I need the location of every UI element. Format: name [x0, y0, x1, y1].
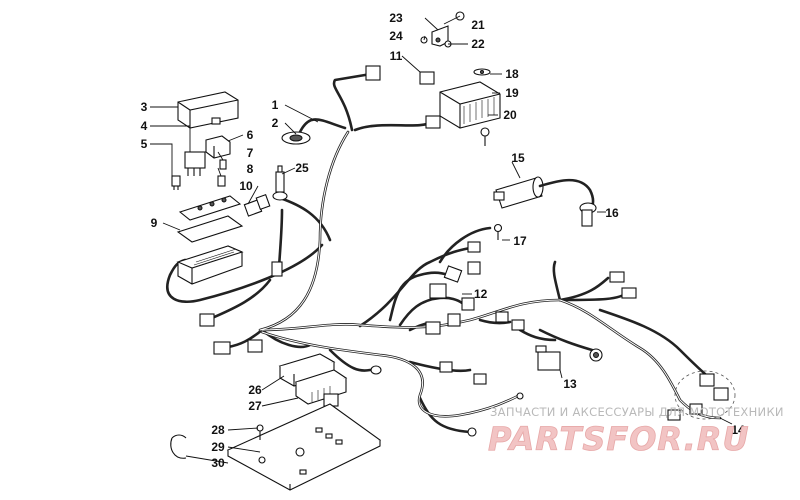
- callout-19: 19: [505, 86, 519, 100]
- middle-connector-part: [370, 361, 524, 437]
- grommet-part: [281, 131, 311, 145]
- left-connector-cluster-part: [199, 261, 283, 355]
- harness-connector-part: [243, 193, 271, 217]
- callout-28: 28: [211, 423, 225, 437]
- callout-17: 17: [513, 234, 527, 248]
- callout-15: 15: [511, 151, 525, 165]
- callout-14: 14: [731, 423, 745, 437]
- connector-cluster-part: [425, 241, 481, 335]
- fuse-board-part: [178, 195, 242, 221]
- callout-20: 20: [503, 108, 517, 122]
- voltage-regulator-part: [425, 81, 501, 129]
- callout-24: 24: [389, 29, 403, 43]
- mounting-plate-part: [226, 403, 382, 491]
- callout-12: 12: [474, 287, 488, 301]
- callout-2: 2: [272, 116, 279, 130]
- callout-9: 9: [151, 216, 158, 230]
- spark-plug-cap-part: [579, 202, 597, 227]
- callout-4: 4: [141, 119, 148, 133]
- control-module-part: [278, 353, 348, 407]
- callout-26: 26: [248, 383, 262, 397]
- callout-1: 1: [272, 98, 279, 112]
- callout-7: 7: [247, 146, 254, 160]
- mini-fuse-part: [219, 159, 227, 170]
- clamp-part: [170, 434, 187, 459]
- callout-22: 22: [471, 37, 485, 51]
- watermark: ЗАПЧАСТИ И АКСЕССУАРЫ ДЛЯ МОТОТЕХНИКИ PA…: [488, 405, 784, 458]
- callout-25: 25: [295, 161, 309, 175]
- callout-8: 8: [247, 162, 254, 176]
- callout-13: 13: [563, 377, 577, 391]
- callout-23: 23: [389, 11, 403, 25]
- callout-3: 3: [141, 100, 148, 114]
- callout-16: 16: [605, 206, 619, 220]
- switch-part: [495, 311, 603, 371]
- watermark-caption: ЗАПЧАСТИ И АКСЕССУАРЫ ДЛЯ МОТОТЕХНИКИ: [490, 405, 784, 419]
- callout-27: 27: [248, 399, 262, 413]
- callout-11: 11: [390, 49, 403, 63]
- watermark-logo: PARTSFOR.RU: [488, 420, 749, 458]
- fuse-part: [171, 175, 181, 190]
- fuse-box-part: [176, 215, 244, 285]
- callout-5: 5: [141, 137, 148, 151]
- relay-part: [184, 151, 206, 176]
- callout-30: 30: [211, 456, 225, 470]
- relay-box-cover-part: [177, 91, 239, 129]
- coil-screw-part: [493, 223, 503, 240]
- ignition-coil-part: [493, 176, 595, 212]
- washer-part: [473, 68, 491, 76]
- leader-lines: [150, 15, 733, 464]
- mini-relay-part: [205, 135, 231, 159]
- upper-connector-part: [365, 65, 435, 85]
- callout-29: 29: [211, 440, 225, 454]
- callout-numbers: 1 2 3 4 5 6 7 8 9 10 11 12 13 14 15 16 1…: [141, 11, 745, 470]
- sensor-part: [272, 165, 288, 201]
- callout-6: 6: [247, 128, 254, 142]
- blade-fuse-part: [217, 175, 226, 187]
- callout-10: 10: [239, 179, 253, 193]
- right-connector-cluster-part: [609, 271, 736, 421]
- screw-part: [480, 127, 490, 146]
- callout-21: 21: [471, 18, 485, 32]
- callout-18: 18: [505, 67, 519, 81]
